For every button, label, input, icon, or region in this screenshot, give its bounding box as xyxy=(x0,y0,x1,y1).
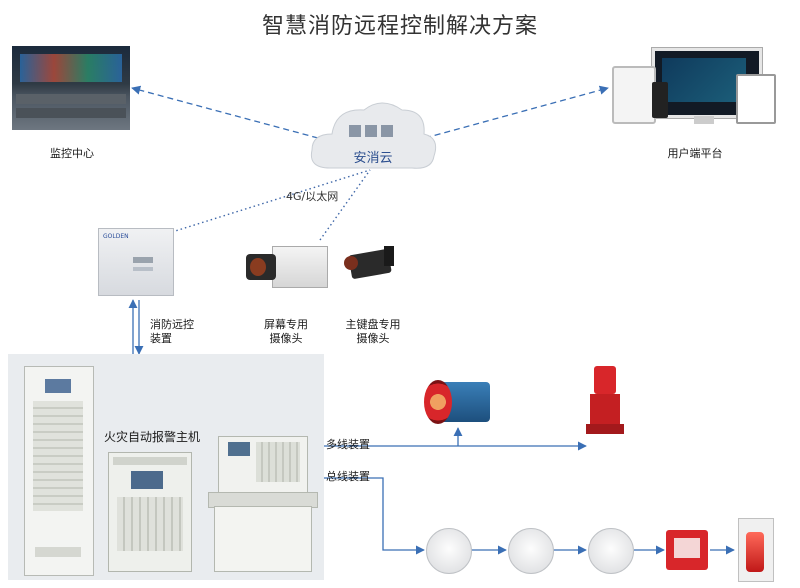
sound-light-alarm xyxy=(738,518,774,582)
alarm-console xyxy=(208,436,318,572)
keyboard-camera-label-line1: 主键盘专用 xyxy=(345,318,401,331)
keyboard-camera-label: 主键盘专用 摄像头 xyxy=(335,318,411,346)
network-label: 4G/以太网 xyxy=(286,190,339,203)
manual-call-point xyxy=(666,530,708,570)
remote-device-brand: GOLDEN xyxy=(103,233,129,240)
keyboard-camera-label-line2: 摄像头 xyxy=(356,332,390,345)
alarm-controller xyxy=(108,452,192,572)
smoke-detector-2 xyxy=(508,528,554,574)
bus-line-label: 总线装置 xyxy=(326,470,370,483)
user-platform-image xyxy=(612,44,776,126)
multi-line-label: 多线装置 xyxy=(326,438,370,451)
device-to-cloud-link xyxy=(171,169,371,233)
smoke-exhaust-fan-image xyxy=(424,376,498,428)
cabinet-tall xyxy=(24,366,94,576)
screen-camera-label-line1: 屏幕专用 xyxy=(264,318,308,331)
keyboard-camera-image xyxy=(340,244,398,284)
remote-device-image: GOLDEN xyxy=(98,228,174,296)
screen-camera-label: 屏幕专用 摄像头 xyxy=(250,318,322,346)
alarm-host-label: 火灾自动报警主机 xyxy=(104,430,201,444)
smoke-detector-3 xyxy=(588,528,634,574)
screen-camera-label-line2: 摄像头 xyxy=(269,332,303,345)
screen-camera-image xyxy=(246,240,328,294)
monitor-center-label: 监控中心 xyxy=(50,147,94,160)
cloud-label: 安消云 xyxy=(353,151,393,166)
cloud-to-monitor-arrow xyxy=(131,85,319,139)
cloud-to-platform-arrow xyxy=(424,85,609,139)
page-title: 智慧消防远程控制解决方案 xyxy=(261,14,538,39)
user-platform-label: 用户端平台 xyxy=(667,147,723,160)
smoke-detector-1 xyxy=(426,528,472,574)
monitor-center-image xyxy=(12,46,130,130)
remote-device-label: 消防远控 装置 xyxy=(150,318,210,346)
fire-pump-image xyxy=(586,366,624,438)
bus-line-arrow xyxy=(322,477,425,555)
camera-to-cloud-link xyxy=(319,169,371,241)
remote-device-label-line1: 消防远控 xyxy=(150,318,194,331)
remote-device-label-line2: 装置 xyxy=(150,332,172,345)
